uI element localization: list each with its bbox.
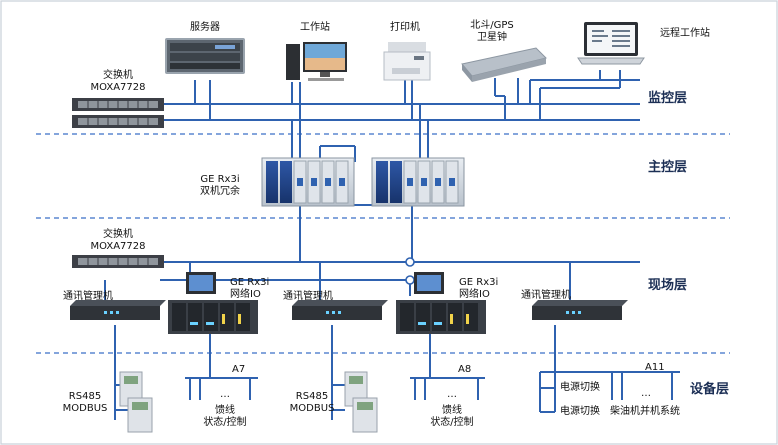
dots-3: … (641, 388, 651, 399)
ring-node-2 (405, 275, 415, 285)
layer-dividers (36, 133, 730, 354)
server-icon (165, 38, 245, 74)
comm-manager-3-icon (532, 300, 628, 320)
remote-io-1-icon (168, 272, 258, 334)
meter-group-2-icon (344, 371, 378, 433)
diesel-label: 柴油机并机系统 (610, 406, 680, 417)
layer-device-title: 设备层 (690, 382, 730, 397)
comm-manager-1-label: 通讯管理机 (63, 291, 113, 302)
rs485-2-label: RS485 (295, 391, 329, 402)
dots-2: … (447, 389, 457, 400)
power-switch-label-2: 电源切换 (560, 406, 600, 417)
feeder-2-label-line1: 馈线 (442, 405, 462, 416)
comm-manager-3-label: 通讯管理机 (521, 290, 571, 301)
layer-field-title: 现场层 (648, 278, 688, 293)
plc-left-icon (261, 157, 355, 207)
remote-io-1-label-line2: 网络IO (230, 289, 261, 300)
remote-io-2-icon (396, 272, 486, 334)
switch-mid-label-line1: 交换机 (103, 229, 133, 240)
plc-label-line2: 双机冗余 (200, 186, 240, 197)
switch-top-icon (72, 98, 164, 128)
feeder-1-label-line2: 状态/控制 (203, 417, 247, 428)
switch-mid-label-line2: MOXA7728 (90, 241, 146, 252)
workstation-label: 工作站 (300, 22, 330, 33)
remote-io-2-label-line1: GE Rx3i (459, 277, 499, 288)
remote-io-2-label-line2: 网络IO (459, 289, 490, 300)
switch-mid-icon (72, 255, 164, 268)
workstation-icon (286, 42, 347, 81)
plc-label-line1: GE Rx3i (200, 174, 240, 185)
comm-manager-2-label: 通讯管理机 (283, 291, 333, 302)
comm-manager-2-icon (292, 300, 388, 320)
a11-label: A11 (645, 362, 665, 373)
gps-clock-icon (461, 47, 547, 82)
modbus-2-label: MODBUS (289, 403, 335, 414)
network-links (104, 70, 680, 420)
ring-node-1 (405, 257, 415, 267)
dots-1: … (220, 389, 230, 400)
layer-monitor-title: 监控层 (648, 91, 688, 106)
a8-label: A8 (458, 364, 472, 375)
rs485-1-label: RS485 (68, 391, 102, 402)
modbus-1-label: MODBUS (62, 403, 108, 414)
power-switch-label-1: 电源切换 (560, 382, 600, 393)
remote-workstation-icon (577, 22, 645, 65)
switch-top-label-line1: 交换机 (103, 70, 133, 81)
layer-main-title: 主控层 (648, 160, 688, 175)
comm-manager-1-icon (70, 300, 166, 320)
gps-label-line1: 北斗/GPS (470, 20, 514, 31)
plc-right-icon (371, 157, 465, 207)
meter-group-1-icon (119, 371, 153, 433)
a7-label: A7 (232, 364, 246, 375)
server-label: 服务器 (190, 22, 220, 33)
remote-io-1-label-line1: GE Rx3i (230, 277, 270, 288)
printer-icon (383, 42, 431, 81)
remote-workstation-label: 远程工作站 (660, 28, 710, 39)
printer-label: 打印机 (390, 22, 420, 33)
feeder-1-label-line1: 馈线 (215, 405, 235, 416)
gps-label-line2: 卫星钟 (477, 32, 507, 43)
feeder-2-label-line2: 状态/控制 (430, 417, 474, 428)
switch-top-label-line2: MOXA7728 (90, 82, 146, 93)
